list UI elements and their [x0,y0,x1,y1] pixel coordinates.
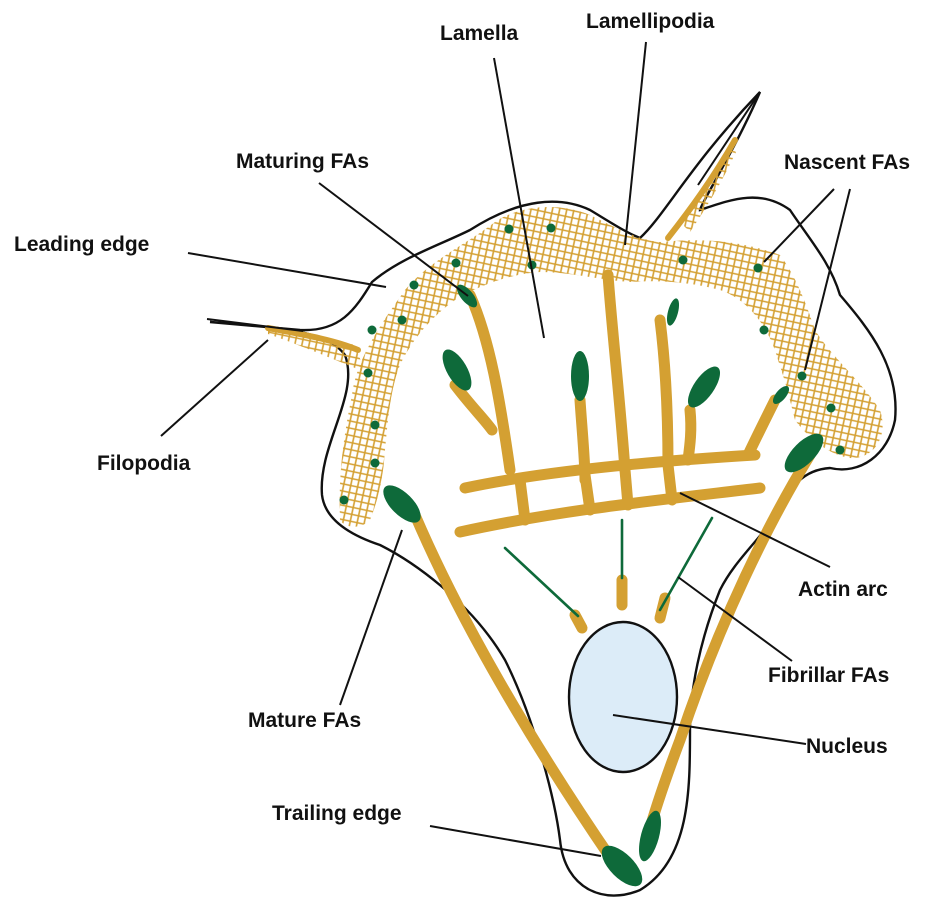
label-fibrillar-fas: Fibrillar FAs [768,664,889,687]
nascent-fa [452,259,461,268]
nascent-fa [547,224,556,233]
arc-link-2 [585,475,590,510]
label-leading-edge: Leading edge [14,233,149,256]
arc-link-4 [668,465,672,500]
nascent-fa [754,264,763,273]
nascent-fa [827,404,836,413]
leader-filopodia-2 [161,340,268,436]
nascent-fa [371,459,380,468]
maturing-fa-3 [571,351,589,401]
label-actin-arc: Actin arc [798,578,888,601]
label-nucleus: Nucleus [806,735,888,758]
nucleus [569,622,677,772]
nascent-fa [371,421,380,430]
nascent-fa [760,326,769,335]
nascent-fa [340,496,349,505]
arc-link-3 [625,470,628,505]
nascent-fa [798,372,807,381]
leader-lamellipodia [625,42,646,245]
nascent-fa [410,281,419,290]
nascent-fa [505,225,514,234]
label-nascent-fas: Nascent FAs [784,151,910,174]
label-maturing-fas: Maturing FAs [236,150,369,173]
leader-filopodia-1 [207,319,303,331]
arc-link-1 [520,480,525,520]
label-filopodia: Filopodia [97,452,191,475]
label-trailing-edge: Trailing edge [272,802,402,825]
leader-lamellipodia-filopodium-a [698,92,760,185]
nascent-fa [836,446,845,455]
label-mature-fas: Mature FAs [248,709,361,732]
nascent-fa [368,326,377,335]
nascent-fa [364,369,373,378]
label-lamellipodia: Lamellipodia [586,10,715,33]
leader-leading-edge [188,253,386,287]
leader-mature-fas [340,530,402,705]
label-lamella: Lamella [440,22,519,45]
nascent-fa [679,256,688,265]
nascent-fa [398,316,407,325]
dorsal-fibre-5 [688,410,691,460]
